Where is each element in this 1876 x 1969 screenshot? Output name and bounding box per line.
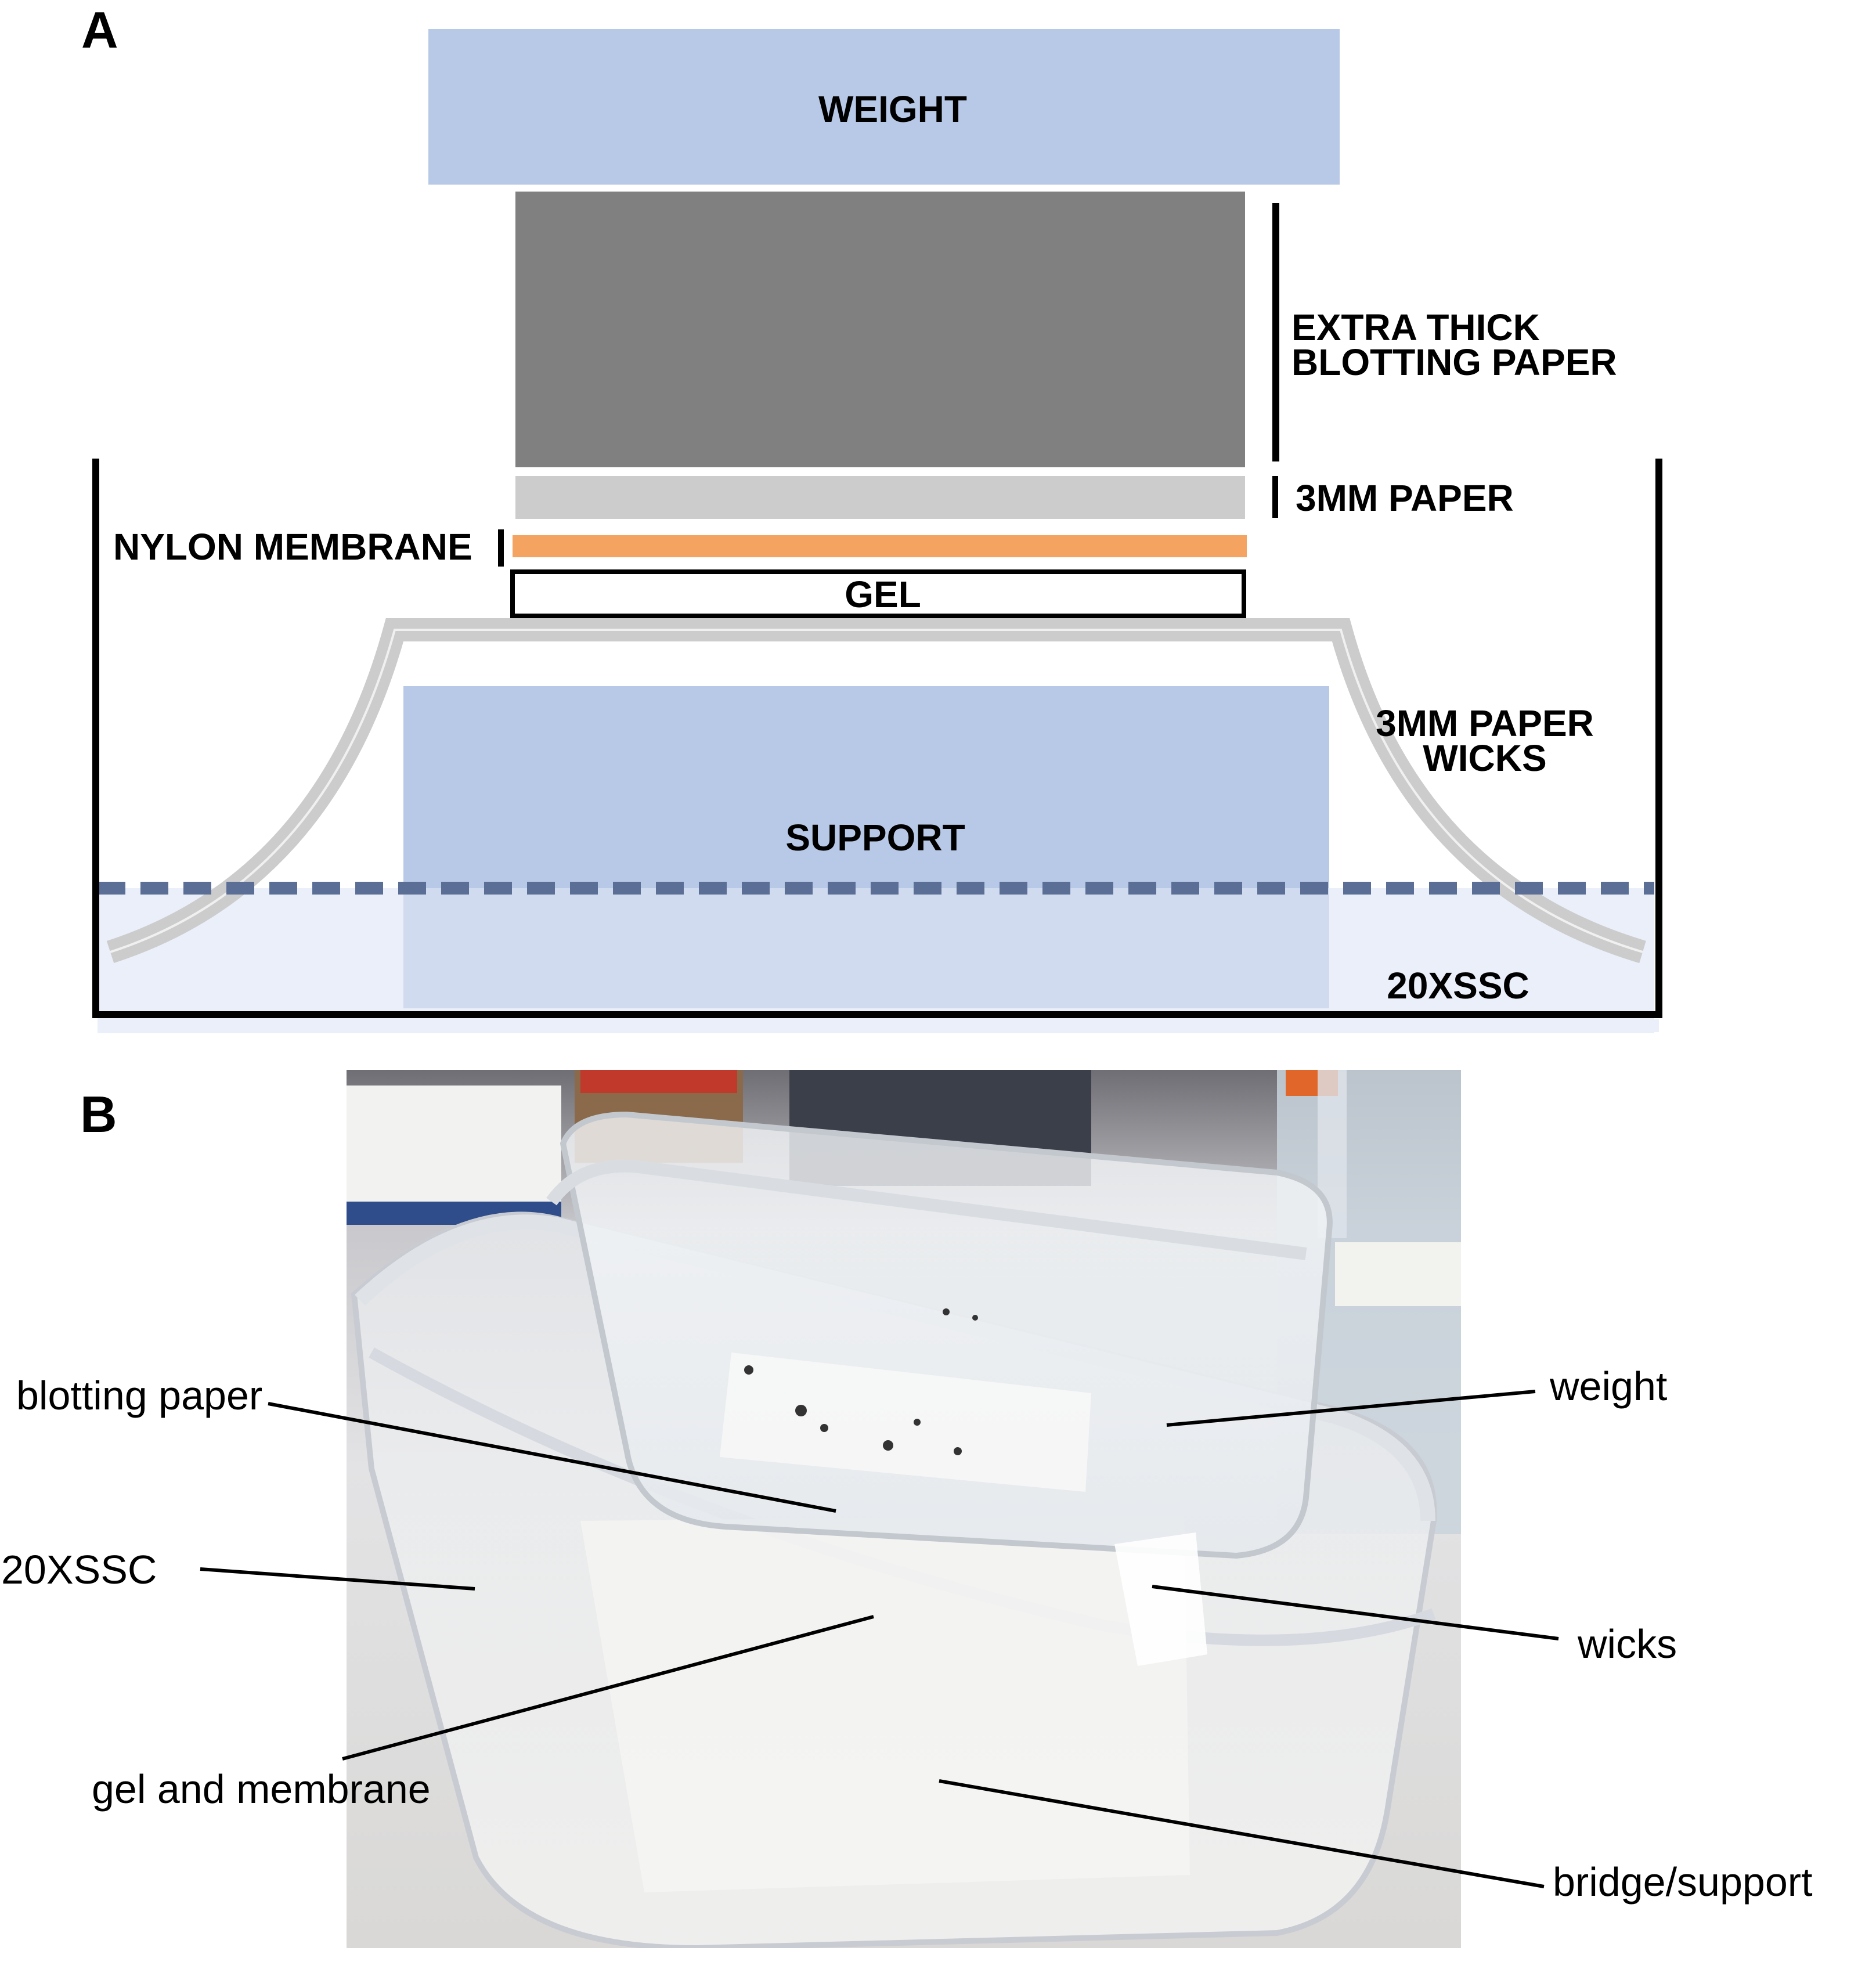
blotting-paper-pointer xyxy=(268,1402,836,1513)
wicks-label-line1: 3MM PAPER xyxy=(1376,702,1594,744)
paper-3mm-label: 3MM PAPER xyxy=(1296,477,1514,519)
support-submerged xyxy=(403,888,1329,1008)
blotting-paper-label-line2: BLOTTING PAPER xyxy=(1291,341,1617,383)
photo-support xyxy=(580,1515,1190,1892)
weight-pointer xyxy=(1166,1390,1536,1427)
panel-b: B xyxy=(1,1070,1813,1948)
nylon-membrane-tick xyxy=(498,529,504,567)
photo-weight-box xyxy=(560,1111,1333,1559)
photo-specks xyxy=(744,1308,978,1455)
gel-label: GEL xyxy=(845,574,921,615)
photo-label-bridge-support: bridge/support xyxy=(1553,1859,1813,1905)
bridge-support-pointer xyxy=(939,1779,1545,1888)
paper-3mm xyxy=(515,476,1245,519)
panel-b-letter: B xyxy=(80,1086,117,1143)
photo-label-wicks: wicks xyxy=(1577,1621,1677,1667)
wicks-label-line2: WICKS xyxy=(1423,737,1546,779)
buffer-label: 20XSSC xyxy=(1387,965,1529,1007)
nylon-membrane-label: NYLON MEMBRANE xyxy=(113,526,472,568)
photo-label-weight: weight xyxy=(1549,1364,1667,1409)
photo-label-buffer: 20XSSC xyxy=(1,1547,157,1592)
weight-block xyxy=(428,29,1340,185)
photo-label-gel-and-membrane: gel and membrane xyxy=(92,1766,431,1812)
buffer-pointer xyxy=(200,1567,475,1591)
photo xyxy=(347,1070,1461,1948)
blotting-paper-bracket xyxy=(1272,203,1279,461)
photo-wicks xyxy=(1114,1532,1207,1666)
gel-membrane-pointer xyxy=(342,1615,874,1761)
wicks-pointer xyxy=(1152,1585,1559,1640)
panel-a: A SUPPORT 3MM PAPER WICKS 20XSSC GEL NYL… xyxy=(81,1,1662,1033)
annotation-lines xyxy=(200,1390,1559,1888)
support-label: SUPPORT xyxy=(785,817,965,859)
photo-label-blotting-paper: blotting paper xyxy=(16,1373,262,1418)
weight-label: WEIGHT xyxy=(818,88,967,130)
photo-blotting-paper xyxy=(720,1353,1091,1492)
tray xyxy=(92,459,1662,1018)
nylon-membrane xyxy=(513,535,1247,557)
panel-a-letter: A xyxy=(81,1,118,59)
blotting-paper-label-line1: EXTRA THICK xyxy=(1291,306,1540,348)
paper-3mm-bracket xyxy=(1272,476,1278,518)
tray-floor-shadow xyxy=(98,1019,1659,1032)
blotting-paper-stack xyxy=(515,192,1245,467)
gel xyxy=(510,569,1246,618)
